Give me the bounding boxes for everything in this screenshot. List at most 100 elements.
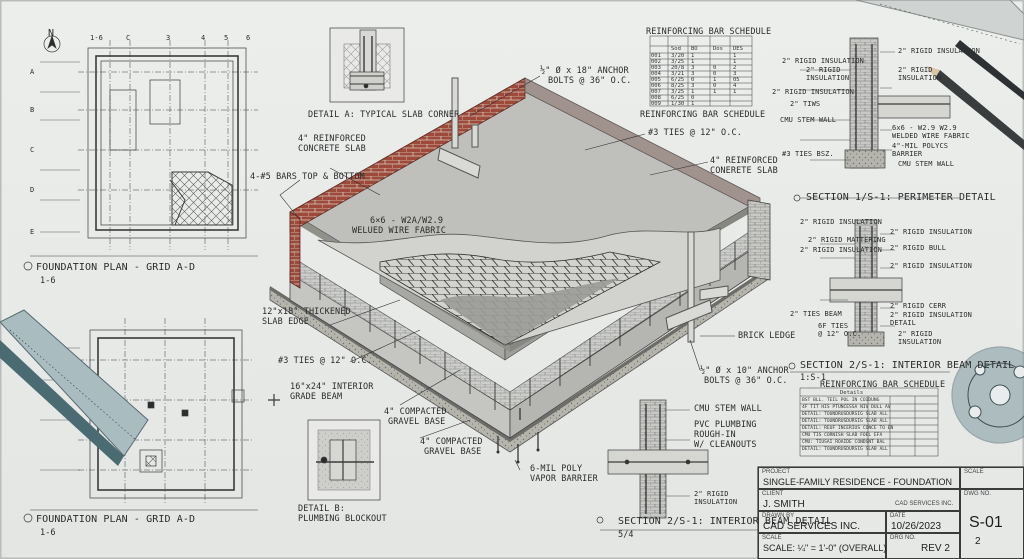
callout-slab-left-2: CONCRETE SLAB — [298, 144, 366, 154]
section-1-note: 2" RIGID INSULATION — [782, 57, 864, 65]
plan-a-scale: 1-6 — [40, 276, 56, 286]
section-2 — [788, 219, 950, 373]
section-1-note: 4"-MIL POLYCS — [892, 142, 949, 150]
section-2-note: 2" RIGID MATTERING — [808, 236, 886, 244]
plan-b-scale: 1-6 — [40, 528, 56, 538]
tb-scale: SCALE SCALE: ¼" = 1'-0" (OVERALL) — [758, 533, 886, 559]
section-1-note: 2" RIGID INSULATION — [898, 47, 980, 55]
section-2-note: @ 12" O.C. — [818, 330, 862, 338]
iso-leaders — [279, 75, 735, 471]
section-1-note: 6x6 - W2.9 W2.9 — [892, 124, 957, 132]
callout-brick-ledge: BRICK LEDGE — [738, 331, 796, 341]
tb-drawn: DRAWN BY CAD SERVICES INC. — [758, 511, 886, 533]
tb-value: SCALE: ¼" = 1'-0" (OVERALL) — [763, 543, 887, 553]
protractor — [951, 346, 1024, 444]
schedule-top-cell: 3/25 — [671, 59, 685, 65]
schedule-top-cell: 1 — [691, 101, 695, 107]
section-1-note: BARRIER — [892, 150, 923, 158]
grid-label: C — [126, 34, 131, 42]
plan-a — [23, 34, 258, 271]
callout-vapor: 6-MIL POLY — [530, 464, 583, 474]
schedule-top — [649, 35, 753, 107]
grid-label: A — [30, 68, 35, 76]
callout-thick-edge: 12"x18" THICKENED — [262, 307, 351, 317]
section-2-note: 6F TIES — [818, 322, 849, 330]
section-2-note: DETAIL — [890, 319, 916, 327]
schedule-top-cell: 0 — [691, 77, 695, 83]
plan-a-note: 4-#5 BARS TOP & BOTTOM — [250, 172, 365, 182]
schedule-top-cell: 3/21 — [671, 71, 685, 77]
grid-label: C — [30, 146, 35, 154]
schedule-top-cell: 0 — [713, 83, 717, 89]
schedule-top-cell: 004 — [651, 71, 661, 77]
callout-gravel-2b: GRAVEL BASE — [424, 447, 482, 457]
section-2-note: 2" RIGID — [898, 330, 933, 338]
ruler-top-right — [855, 0, 1024, 45]
section-1-note: INSULATION — [898, 74, 942, 82]
schedule-top-cell: 3 — [691, 65, 695, 71]
schedule-top-cell: 007 — [651, 89, 661, 95]
section-3-note: 2" RIGID — [694, 490, 729, 498]
schedule-top-header: BO — [691, 46, 698, 52]
schedule-top-cell: 8/25 — [671, 83, 685, 89]
schedule-top-cell: 009 — [651, 101, 661, 107]
callout-wire-fabric-2: WELUED WIRE FABRIC — [352, 226, 446, 236]
tb-date: DATE 10/26/2023 — [886, 511, 960, 533]
tb-dwg: DWG NO. S-01 2 — [960, 489, 1024, 559]
section-1-note: INSULATION — [806, 74, 850, 82]
callout-slab-right: 4" REINFORCED — [710, 156, 778, 166]
schedule-top-cell: 3/20 — [671, 53, 685, 59]
tb-rev: DRG NO. REV 2 — [886, 533, 960, 559]
schedule-top-cell: 006 — [651, 83, 661, 89]
title-block-frame — [757, 466, 1024, 559]
schedule-top-cell: 005 — [651, 77, 661, 83]
tb-value: 10/26/2023 — [891, 521, 942, 532]
schedule-bottom-row: DETAIL: TOUNDRUSDURSIG SLAB ALL — [802, 412, 888, 417]
section-1-note: 2" RIGID — [898, 66, 933, 74]
plan-b-title: FOUNDATION PLAN - GRID A-D — [36, 514, 196, 525]
section-3-note: INSULATION — [694, 498, 738, 506]
section-1-title: SECTION 1/S-1: PERIMETER DETAIL — [806, 192, 996, 203]
schedule-top-cell: 0 — [713, 71, 717, 77]
pencil-right — [926, 40, 1024, 150]
tb-value: REV 2 — [921, 543, 950, 554]
schedule-top-cell: 001 — [651, 53, 661, 59]
callout-gravel-1b: GRAVEL BASE — [388, 417, 446, 427]
tb-note: CAD SERVICES INC. — [895, 501, 954, 507]
grid-label: E — [30, 228, 35, 236]
schedule-top-cell: 0 — [691, 95, 695, 101]
section-2-scale: 1:S-1 — [800, 373, 827, 383]
schedule-bottom-row: CMU TIS CORNISH SLAB FOEL EFA — [802, 433, 883, 438]
tb-project: PROJECT SINGLE-FAMILY RESIDENCE - FOUNDA… — [758, 467, 960, 489]
section-1-note: CMU STEM WALL — [898, 160, 955, 168]
callout-slab-right-2: CONERETE SLAB — [710, 166, 778, 176]
north-label: N — [48, 28, 55, 39]
detail-b-subtitle: PLUMBING BLOCKOUT — [298, 514, 387, 524]
callout-gravel-1: 4" COMPACTED — [384, 407, 447, 417]
section-2-note: 2" RIGID INSULATION — [890, 311, 972, 319]
schedule-top-cell: 2 — [733, 65, 737, 71]
schedule-top-cell: 6/25 — [671, 77, 685, 83]
tb-label: CLIENT — [762, 491, 784, 497]
schedule-top-cell: 1 — [713, 89, 717, 95]
schedule-top-cell: 1 — [733, 53, 737, 59]
isometric-foundation — [269, 77, 771, 464]
section-3-title: SECTION 2/S-1: INTERIOR BEAM DETAIL — [618, 516, 833, 527]
schedule-bottom-header: Details — [840, 390, 864, 396]
section-1-note: #3 TIES BSZ. — [782, 150, 834, 158]
callout-anchor-top-2: BOLTS @ 36" O.C. — [548, 76, 632, 86]
grid-label: 4 — [201, 34, 206, 42]
section-3 — [596, 399, 760, 531]
grid-label: B — [30, 106, 35, 114]
tb-label: DRG NO. — [890, 535, 916, 541]
grid-label: 6 — [246, 34, 251, 42]
schedule-bottom-row: DETAIL: TOUNDRUSDURSIG SLAB ALL — [802, 447, 888, 452]
schedule-top-cell: 008 — [651, 95, 661, 101]
schedule-top-cell: 3 — [691, 83, 695, 89]
detail-a — [329, 27, 405, 103]
callout-wire-fabric: 6×6 - W2A/W2.9 — [370, 216, 444, 226]
schedule-top-cell: 6/25 — [671, 95, 685, 101]
detail-b — [307, 419, 381, 501]
section-2-note: 2" RIGID INSULATION — [800, 218, 882, 226]
